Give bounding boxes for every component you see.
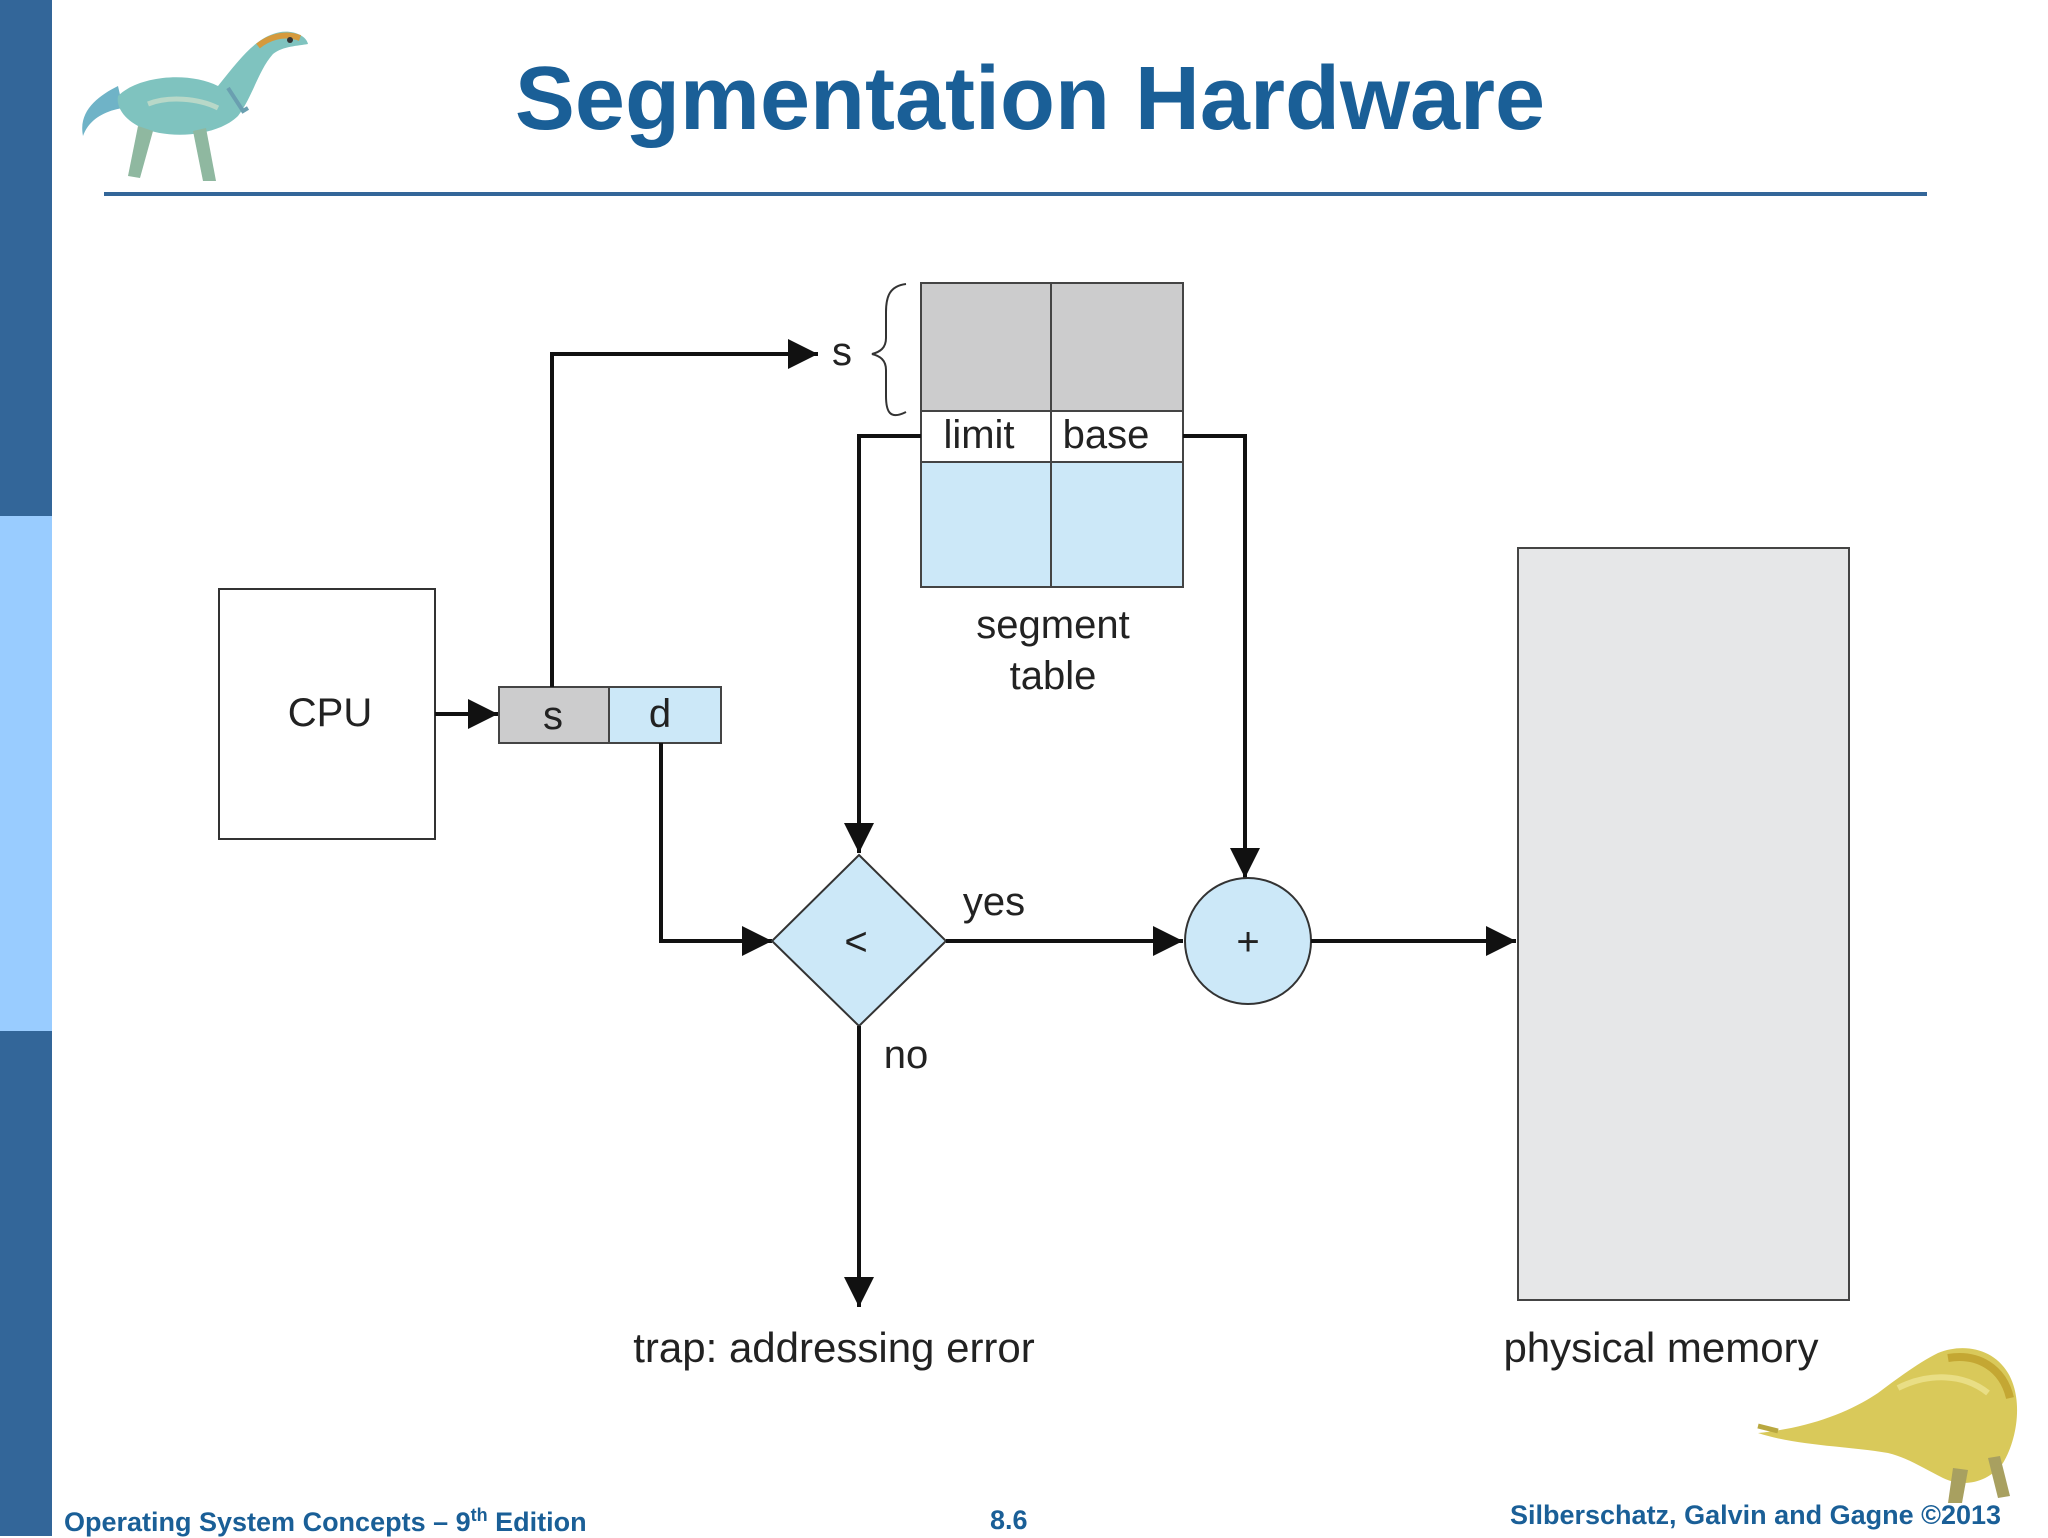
segment-table-top-left [920, 282, 1052, 412]
d-to-compare-arrow [659, 743, 772, 956]
physical-memory-box [1517, 547, 1850, 1301]
slide-title: Segmentation Hardware [514, 49, 1546, 149]
footer-copyright: Silberschatz, Galvin and Gagne ©2013 [1510, 1500, 2002, 1530]
s-to-table-arrow [550, 339, 818, 687]
limit-to-compare-arrow [844, 434, 921, 853]
cpu-box [218, 588, 436, 840]
dinosaur-top-icon [82, 31, 308, 181]
cpu-label: CPU [288, 691, 372, 735]
segment-table-bottom-right [1050, 461, 1184, 588]
address-s-label: s [543, 694, 563, 738]
segment-table-bottom-left [920, 461, 1052, 588]
sidebar-bar [0, 0, 52, 1536]
yes-label: yes [963, 880, 1025, 924]
selector-s-label: s [832, 330, 852, 374]
physical-memory-label: physical memory [1503, 1324, 1818, 1371]
footer-book-title: Operating System Concepts – 9th Edition [64, 1505, 587, 1538]
segment-brace [871, 283, 907, 417]
segment-table-base-cell [1050, 410, 1184, 463]
address-d-cell [608, 686, 722, 744]
footer-book-sup: th [470, 1505, 488, 1525]
compare-symbol: < [844, 920, 867, 964]
segment-table-label-line2: table [1010, 654, 1097, 698]
segment-table-top-right [1050, 282, 1184, 412]
footer-page-number: 8.6 [990, 1505, 1028, 1535]
add-symbol: + [1236, 920, 1259, 964]
footer-book-prefix: Operating System Concepts – 9 [64, 1507, 471, 1537]
limit-label: limit [943, 413, 1014, 457]
sidebar-highlight [0, 516, 52, 1031]
no-label: no [884, 1033, 929, 1077]
segment-table-label-line1: segment [976, 603, 1129, 647]
footer-book-suffix: Edition [487, 1507, 587, 1537]
title-divider [104, 192, 1927, 196]
address-d-label: d [649, 692, 671, 736]
base-to-adder-arrow [1183, 434, 1260, 878]
trap-label: trap: addressing error [633, 1324, 1035, 1371]
dinosaur-bottom-icon [1757, 1348, 2018, 1503]
base-label: base [1063, 413, 1150, 457]
